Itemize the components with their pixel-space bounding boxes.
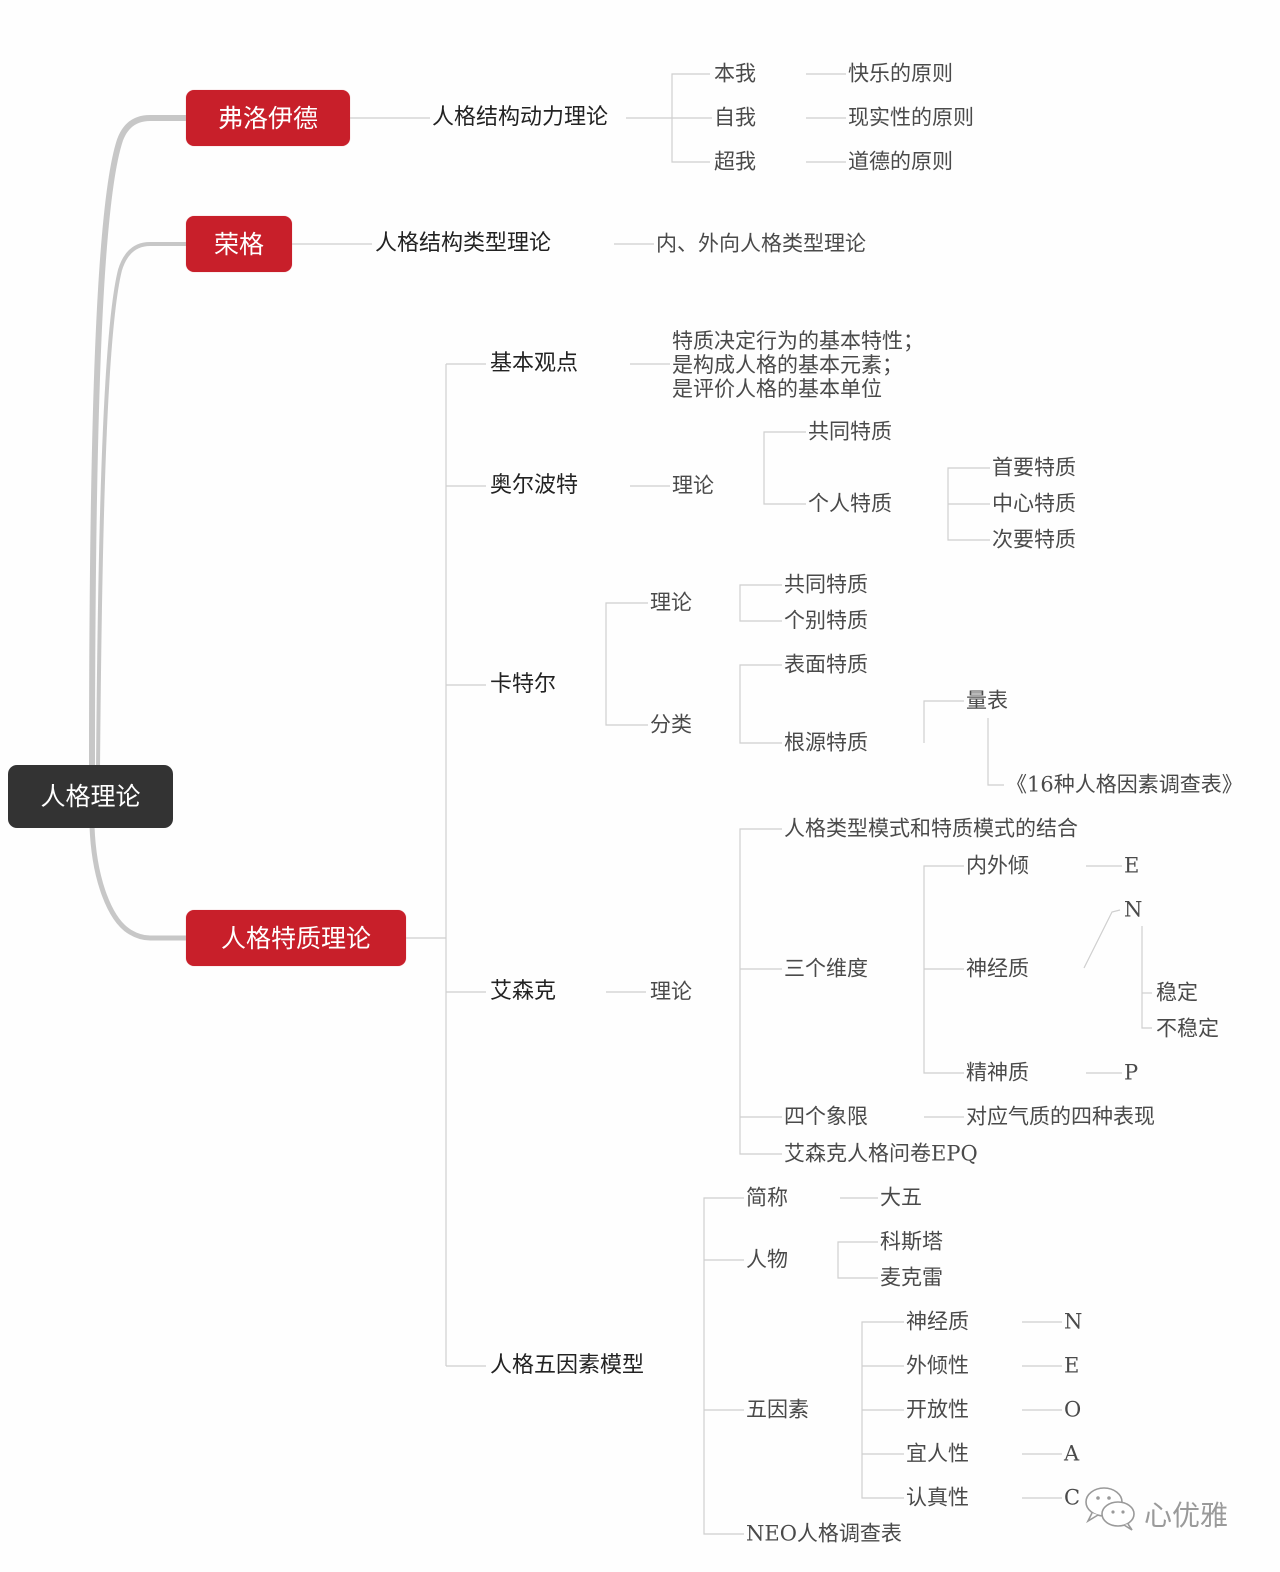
node-extraversion[interactable]: 内外倾 [966, 853, 1029, 878]
node-eysenck-theory[interactable]: 理论 [650, 979, 692, 1004]
node-id[interactable]: 本我 [714, 61, 756, 86]
factor-code-e[interactable]: E [1064, 1353, 1080, 1378]
factor-code-a[interactable]: A [1064, 1441, 1080, 1466]
node-scale[interactable]: 量表 [966, 688, 1008, 713]
node-big-five[interactable]: 人格五因素模型 [490, 1353, 645, 1378]
factor-neuroticism[interactable]: 神经质 [906, 1309, 969, 1334]
node-cardinal-trait[interactable]: 首要特质 [992, 455, 1076, 480]
node-trait-theory[interactable]: 人格特质理论 [186, 910, 406, 966]
node-ego[interactable]: 自我 [714, 105, 756, 130]
node-cattell-theory[interactable]: 理论 [650, 590, 692, 615]
node-jung-theory[interactable]: 人格结构类型理论 [375, 231, 552, 256]
node-unstable[interactable]: 不稳定 [1156, 1016, 1219, 1041]
freud-label: 弗洛伊德 [217, 103, 318, 133]
node-jung[interactable]: 荣格 [186, 216, 292, 272]
node-four-quadrants[interactable]: 四个象限 [784, 1104, 868, 1129]
node-neo[interactable]: NEO人格调查表 [746, 1521, 902, 1546]
node-freud[interactable]: 弗洛伊德 [186, 90, 350, 146]
trait-label: 人格特质理论 [220, 923, 371, 953]
root-node[interactable]: 人格理论 [8, 765, 173, 828]
node-neuroticism[interactable]: 神经质 [966, 956, 1029, 981]
node-psychoticism[interactable]: 精神质 [966, 1060, 1029, 1085]
node-allport-common[interactable]: 共同特质 [808, 419, 892, 444]
factor-openness[interactable]: 开放性 [906, 1397, 969, 1422]
factor-conscientiousness[interactable]: 认真性 [906, 1485, 969, 1510]
node-basic-view[interactable]: 基本观点 [490, 351, 579, 376]
factor-code-o[interactable]: O [1064, 1397, 1082, 1422]
node-cattell-classification[interactable]: 分类 [650, 712, 692, 737]
node-pleasure-principle[interactable]: 快乐的原则 [848, 61, 953, 86]
node-five-factors[interactable]: 五因素 [746, 1397, 809, 1422]
jung-label: 荣格 [213, 229, 264, 259]
node-jung-detail[interactable]: 内、外向人格类型理论 [656, 231, 866, 256]
node-short-name[interactable]: 简称 [746, 1185, 788, 1210]
node-eysenck-combination[interactable]: 人格类型模式和特质模式的结合 [784, 816, 1078, 841]
watermark-label: 心优雅 [1144, 1499, 1229, 1532]
wechat-icon [1085, 1487, 1135, 1531]
node-people[interactable]: 人物 [746, 1247, 788, 1272]
node-superego[interactable]: 超我 [714, 149, 756, 174]
factor-extraversion[interactable]: 外倾性 [906, 1353, 969, 1378]
node-secondary-trait[interactable]: 次要特质 [992, 527, 1076, 552]
factor-code-c[interactable]: C [1064, 1485, 1081, 1510]
node-cattell-unique[interactable]: 个别特质 [784, 608, 868, 633]
node-allport-personal[interactable]: 个人特质 [808, 491, 892, 516]
node-quadrants-detail[interactable]: 对应气质的四种表现 [966, 1104, 1155, 1129]
node-allport-theory[interactable]: 理论 [672, 473, 714, 498]
node-surface-trait[interactable]: 表面特质 [784, 652, 868, 677]
node-moral-principle[interactable]: 道德的原则 [848, 149, 953, 174]
node-stable[interactable]: 稳定 [1156, 980, 1198, 1005]
code-e[interactable]: E [1124, 853, 1140, 878]
node-central-trait[interactable]: 中心特质 [992, 491, 1076, 516]
node-16pf[interactable]: 《16种人格因素调查表》 [1006, 772, 1243, 797]
root-label: 人格理论 [40, 782, 141, 811]
node-short-value[interactable]: 大五 [880, 1185, 922, 1210]
code-p[interactable]: P [1124, 1060, 1139, 1085]
code-n[interactable]: N [1124, 897, 1143, 922]
node-cattell-common[interactable]: 共同特质 [784, 572, 868, 597]
node-costa[interactable]: 科斯塔 [880, 1229, 943, 1254]
factor-code-n[interactable]: N [1064, 1309, 1083, 1334]
node-freud-theory[interactable]: 人格结构动力理论 [432, 105, 609, 130]
node-epq[interactable]: 艾森克人格问卷EPQ [784, 1141, 978, 1166]
node-allport[interactable]: 奥尔波特 [490, 473, 579, 498]
factor-agreeableness[interactable]: 宜人性 [906, 1441, 969, 1466]
node-source-trait[interactable]: 根源特质 [784, 730, 868, 755]
node-reality-principle[interactable]: 现实性的原则 [848, 105, 974, 130]
node-mccrae[interactable]: 麦克雷 [880, 1265, 943, 1290]
node-cattell[interactable]: 卡特尔 [490, 672, 557, 697]
node-eysenck[interactable]: 艾森克 [490, 979, 557, 1004]
node-basic-view-text[interactable]: 特质决定行为的基本特性； 是构成人格的基本元素； 是评价人格的基本单位 [672, 329, 924, 401]
node-three-dimensions[interactable]: 三个维度 [784, 956, 868, 981]
